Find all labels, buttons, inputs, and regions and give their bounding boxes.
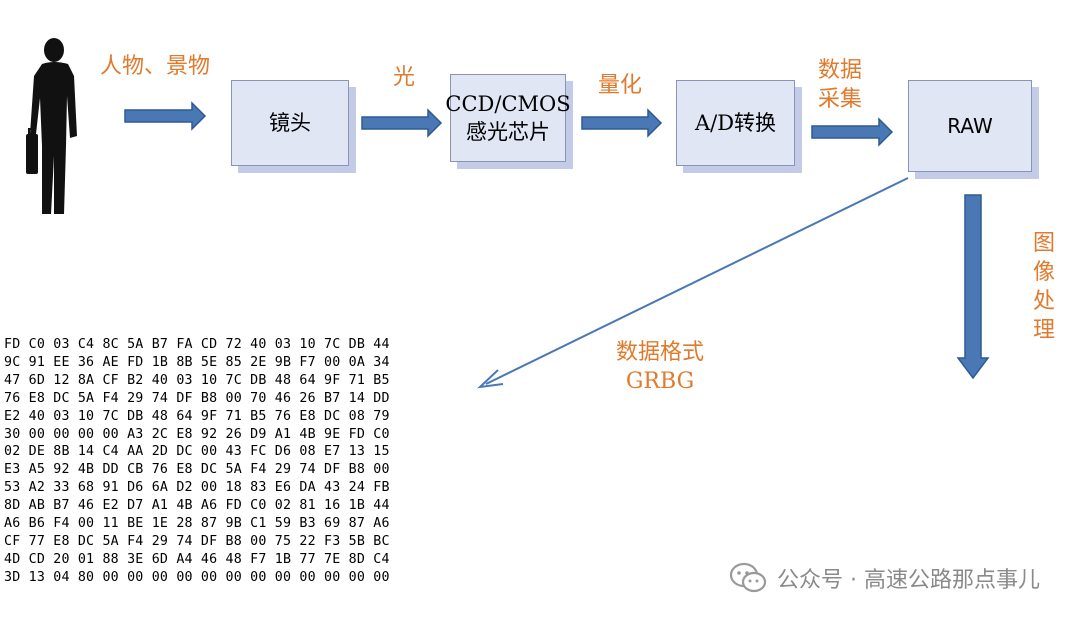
arrow-sensor-to-adc xyxy=(581,108,663,138)
hex-row: 76 E8 DC 5A F4 29 74 DF B8 00 70 46 26 B… xyxy=(4,390,390,406)
isp-label: 图 像 处 理 xyxy=(1033,231,1056,343)
light-label: 光 xyxy=(393,65,416,90)
hex-row: 8D AB B7 46 E2 D7 A1 4B A6 FD C0 02 81 1… xyxy=(4,498,390,514)
format-label: 数据格式 GRBG xyxy=(616,340,705,394)
lens-label: 镜头 xyxy=(269,111,311,135)
arrow-raw-to-hexdump xyxy=(477,177,909,389)
hex-row: E3 A5 92 4B DD CB 76 E8 DC 5A F4 29 74 D… xyxy=(4,462,390,478)
watermark-text: 公众号 · 高速公路那点事儿 xyxy=(777,568,1040,593)
arrow-adc-to-raw xyxy=(811,117,894,147)
arrow-lens-to-sensor xyxy=(361,108,443,138)
collect-label: 数据 采集 xyxy=(818,58,863,112)
quantize-label: 量化 xyxy=(598,73,643,98)
hex-row: 3D 13 04 80 00 00 00 00 00 00 00 00 00 0… xyxy=(4,569,390,585)
hex-row: 9C 91 EE 36 AE FD 1B 8B 5E 85 2E 9B F7 0… xyxy=(4,354,390,370)
hex-row: 02 DE 8B 14 C4 AA 2D DC 00 43 FC D6 08 E… xyxy=(4,444,390,460)
watermark: 公众号 · 高速公路那点事儿 xyxy=(729,562,1040,594)
hex-row: E2 40 03 10 7C DB 48 64 9F 71 B5 76 E8 D… xyxy=(4,408,390,424)
raw-hex-dump: FD C0 03 C4 8C 5A B7 FA CD 72 40 03 10 7… xyxy=(4,336,484,587)
arrow-raw-down xyxy=(956,194,990,380)
raw-label: RAW xyxy=(947,114,993,138)
arrow-person-to-lens xyxy=(124,101,207,131)
input-label: 人物、景物 xyxy=(100,54,211,79)
person-silhouette-icon xyxy=(26,38,77,214)
hex-row: 47 6D 12 8A CF B2 40 03 10 7C DB 48 64 9… xyxy=(4,372,390,388)
hex-row: A6 B6 F4 00 11 BE 1E 28 87 9B C1 59 B3 6… xyxy=(4,516,390,532)
hex-row: 30 00 00 00 00 A3 2C E8 92 26 D9 A1 4B 9… xyxy=(4,426,390,442)
sensor-label: CCD/CMOS 感光芯片 xyxy=(445,92,571,144)
hex-row: CF 77 E8 DC 5A F4 29 74 DF B8 00 75 22 F… xyxy=(4,533,390,549)
sensor-box: CCD/CMOS 感光芯片 xyxy=(445,74,571,162)
adc-label: A/D转换 xyxy=(694,111,777,135)
hex-row: FD C0 03 C4 8C 5A B7 FA CD 72 40 03 10 7… xyxy=(4,337,390,352)
lens-box: 镜头 xyxy=(231,80,349,166)
raw-box: RAW xyxy=(908,80,1032,172)
adc-box: A/D转换 xyxy=(676,80,795,166)
wechat-icon xyxy=(729,562,767,593)
hex-row: 53 A2 33 68 91 D6 6A D2 00 18 83 E6 DA 4… xyxy=(4,480,390,496)
hex-row: 4D CD 20 01 88 3E 6D A4 46 48 F7 1B 77 7… xyxy=(4,551,390,567)
